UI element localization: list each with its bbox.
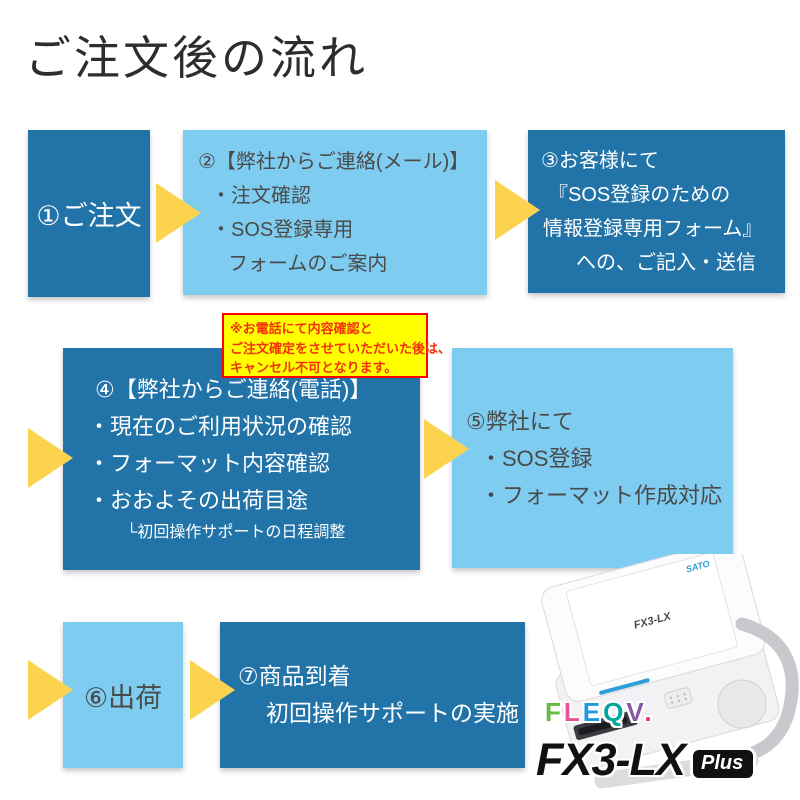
flow-step-7: ⑦商品到着 初回操作サポートの実施 [220, 622, 525, 768]
note-text-line: キャンセル不可となります。 [230, 360, 398, 375]
step-text-line: フォームのご案内 [228, 252, 388, 275]
flow-step-1: ①ご注文 [28, 130, 150, 297]
arrow-right-icon [424, 419, 469, 479]
cancellation-warning-note: ※お電話にて内容確認と ご注文確定をさせていただいた後は、 キャンセル不可となり… [222, 313, 452, 378]
arrow-right-icon [495, 180, 540, 240]
fleqv-letter: Q [603, 697, 627, 727]
printer-handle [735, 617, 799, 762]
printer-screen [565, 554, 738, 686]
step-text-line: ⑥出荷 [83, 682, 163, 713]
step-text-line: ①ご注文 [36, 201, 142, 231]
step-text-line: ・SOS登録 [480, 445, 593, 471]
flow-step-3: ③お客様にて 『SOS登録のための 情報登録専用フォーム』 への、ご記入・送信 [528, 130, 785, 293]
step-text-line: ⑦商品到着 [238, 663, 351, 689]
step-text-line: ⑤弊社にて [466, 408, 574, 434]
printer-body: SATO FX3-LX [541, 554, 780, 770]
printer-illustration: SATO FX3-LX [541, 554, 799, 789]
flow-step-5: ⑤弊社にて ・SOS登録 ・フォーマット作成対応 [452, 348, 733, 568]
page-title: ご注文後の流れ [25, 32, 368, 84]
arrow-right-icon [28, 428, 73, 488]
arrow-right-icon [156, 183, 201, 243]
flow-step-2: ②【弊社からご連絡(メール)】 ・注文確認 ・SOS登録専用 フォームのご案内 [183, 130, 487, 295]
step-text-line: ・フォーマット作成対応 [480, 482, 723, 508]
step-text-line: ・注文確認 [211, 184, 311, 207]
handle-pivot [717, 679, 767, 729]
fleqv-letter: E [582, 697, 604, 727]
fleqv-letter: . [644, 697, 655, 727]
indicator-light [599, 678, 650, 695]
step-text-line: ・SOS登録専用 [211, 218, 354, 241]
step-text-line: 『SOS登録のための [548, 183, 731, 206]
arrow-right-icon [190, 660, 235, 720]
step-text-line: への、ご記入・送信 [576, 251, 756, 274]
fleqv-letter: V [626, 697, 645, 727]
flow-step-4: ④【弊社からご連絡(電話)】 ・現在のご利用状況の確認 ・フォーマット内容確認 … [63, 348, 420, 570]
step-text-line: 情報登録専用フォーム』 [543, 217, 763, 240]
step-text-line: ・現在のご利用状況の確認 [88, 414, 353, 439]
model-plus-badge: Plus [693, 750, 754, 778]
fleqv-logo: FLEQV. [545, 697, 655, 728]
fleqv-letter: L [563, 697, 583, 727]
step-text-line: └初回操作サポートの日程調整 [126, 524, 346, 541]
step-text-line: ③お客様にて [541, 149, 659, 172]
step-text-line: ・フォーマット内容確認 [88, 451, 331, 476]
fleqv-letter: F [545, 697, 564, 727]
step-text-line: ・おおよその出荷目途 [88, 488, 309, 513]
step-text-line: 初回操作サポートの実施 [266, 700, 519, 726]
step-text-line: ④【弊社からご連絡(電話)】 [95, 377, 372, 402]
note-text-line: ※お電話にて内容確認と [230, 321, 373, 336]
step-text-line: ②【弊社からご連絡(メール)】 [198, 150, 470, 173]
note-text-line: ご注文確定をさせていただいた後は、 [230, 340, 452, 356]
flow-step-6: ⑥出荷 [63, 622, 183, 768]
model-name: FX3-LX [536, 734, 686, 785]
arrow-right-icon [28, 660, 73, 720]
